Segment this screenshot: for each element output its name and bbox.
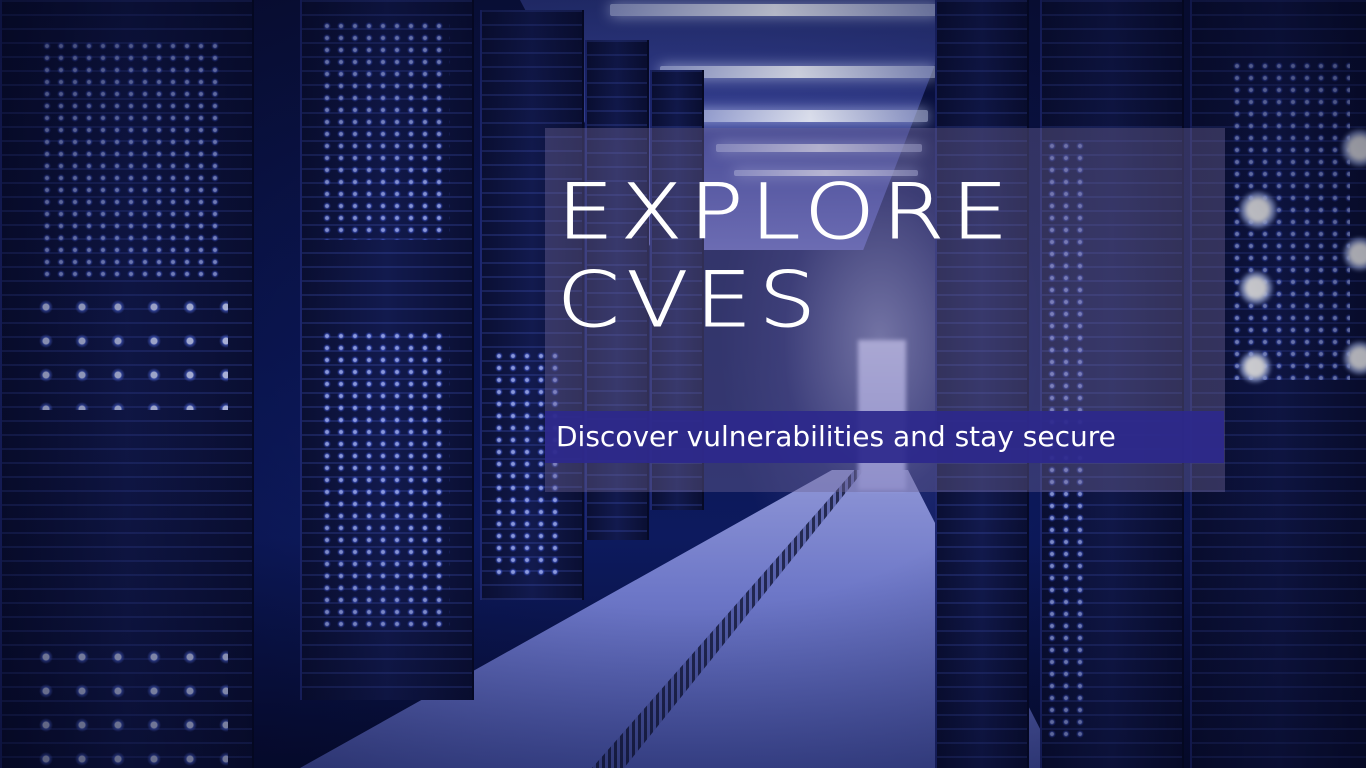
subtitle-bar — [545, 411, 1224, 463]
bokeh-light — [1238, 190, 1278, 230]
headline-line-2: CVES — [556, 255, 823, 344]
ceiling-light — [610, 4, 940, 16]
rack-leds — [320, 20, 450, 240]
bokeh-light — [1238, 270, 1274, 306]
headline-line-1: EXPLORE — [556, 167, 1016, 256]
ceiling-light — [692, 110, 928, 122]
bokeh-light — [1238, 350, 1272, 384]
rack-leds — [40, 40, 220, 280]
hero-headline: EXPLORE CVES — [556, 167, 1218, 344]
rack-leds — [28, 640, 228, 768]
rack-leds — [28, 290, 228, 410]
rack-leds — [320, 330, 450, 630]
hero-subtitle: Discover vulnerabilities and stay secure — [556, 420, 1116, 453]
